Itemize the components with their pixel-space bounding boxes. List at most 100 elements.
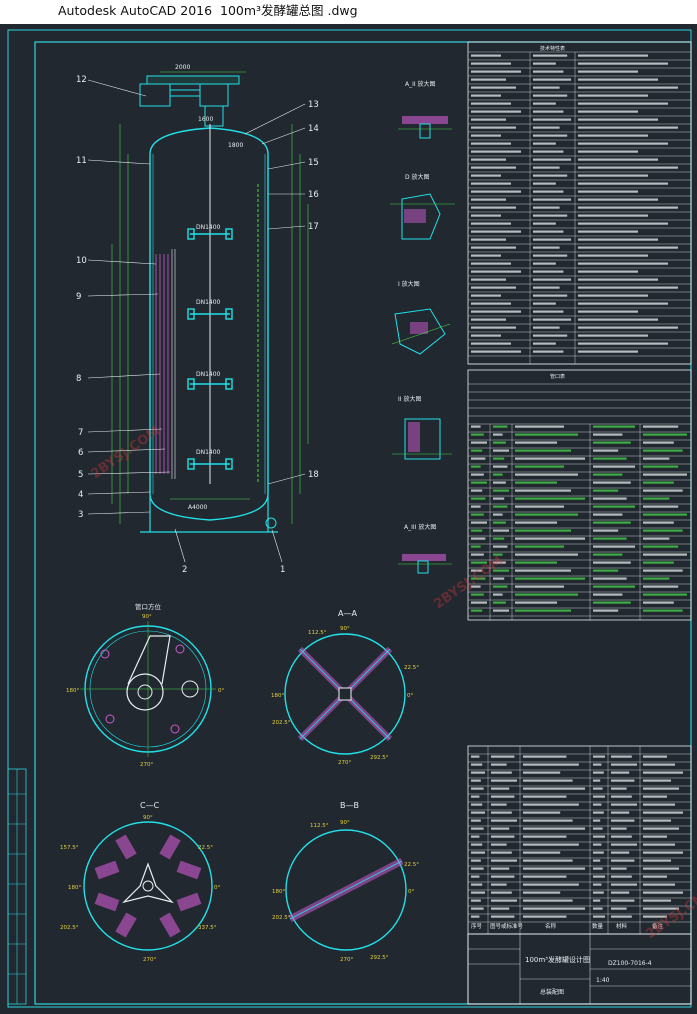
table-cell-text (578, 238, 658, 241)
table-cell-text (643, 425, 679, 428)
table-cell-text (491, 907, 510, 910)
table-cell-text (471, 238, 506, 241)
table-cell-text (643, 779, 671, 782)
nozzle-table-title: 管口表 (550, 373, 565, 380)
table-cell-text (523, 891, 561, 894)
table-cell-text (523, 779, 573, 782)
table-cell-text (515, 537, 585, 540)
table-cell-text (578, 182, 668, 185)
table-cell-text (578, 166, 678, 169)
drawing-canvas[interactable]: 2000 A4000 DN1400 DN1400 DN1400 DN1400 1… (0, 24, 697, 1010)
nozzle-table[interactable]: 管口表 (467, 369, 692, 621)
drawing-title: 100m³发酵罐设计图 (525, 955, 590, 964)
section-a-a-title: A—A (338, 609, 357, 618)
table-cell-text (643, 835, 667, 838)
table-cell-text (471, 851, 485, 854)
table-cell-text (578, 94, 648, 97)
section-c-c[interactable]: C—C 0° 90° 180° 270° 22.5° 157.5° 202.5°… (60, 801, 220, 963)
table-cell-text (471, 206, 516, 209)
table-cell-text (578, 70, 638, 73)
bill-of-materials[interactable]: 序号 图号或标准号 名称 数量 材料 备注 (467, 745, 692, 935)
table-cell-text (471, 867, 484, 870)
table-cell-text (643, 537, 670, 540)
table-cell-text (643, 449, 683, 452)
table-cell-text (523, 787, 585, 790)
table-cell-text (493, 537, 505, 540)
table-cell-text (523, 811, 561, 814)
table-cell-text (471, 569, 483, 572)
table-cell-text (523, 851, 561, 854)
nozzle-orientation-view[interactable]: 管口方位 0° 90° 180° 270° (66, 602, 224, 768)
tank-elevation[interactable]: 2000 A4000 DN1400 DN1400 DN1400 DN1400 1… (76, 64, 319, 575)
table-cell-text (593, 803, 602, 806)
table-cell-text (471, 489, 483, 492)
table-cell-text (533, 350, 564, 353)
leader-9: 9 (76, 292, 81, 302)
table-cell-text (593, 521, 631, 524)
section-a-a[interactable]: A—A 0° 90° 180° 270° 22.5° 112.5° 202.5°… (271, 609, 419, 766)
table-cell-text (593, 779, 601, 782)
table-cell-text (493, 433, 503, 436)
table-cell-text (593, 859, 601, 862)
table-cell-text (533, 134, 568, 137)
table-cell-text (611, 819, 635, 822)
table-cell-text (471, 457, 486, 460)
a-a-angle-292: 292.5° (370, 755, 389, 761)
table-cell-text (593, 585, 635, 588)
leader-8: 8 (76, 374, 81, 384)
table-cell-text (533, 86, 560, 89)
c-c-angle-0: 0° (214, 885, 220, 891)
table-cell-text (515, 545, 564, 548)
table-cell-text (471, 166, 516, 169)
table-cell-text (533, 110, 564, 113)
table-cell-text (593, 489, 619, 492)
table-cell-text (593, 441, 631, 444)
table-cell-text (578, 318, 658, 321)
table-cell-text (471, 150, 521, 153)
title-block[interactable]: 100m³发酵罐设计图 DZ100-7016-4 1:40 总装配图 (467, 933, 692, 1005)
table-cell-text (593, 529, 619, 532)
table-cell-text (515, 449, 571, 452)
table-cell-text (471, 497, 486, 500)
table-cell-text (593, 513, 623, 516)
table-cell-text (523, 843, 579, 846)
table-cell-text (471, 246, 516, 249)
table-cell-text (611, 891, 630, 894)
drawing-number: DZ100-7016-4 (608, 960, 652, 967)
table-cell-text (533, 214, 568, 217)
dim-top-width: 2000 (175, 64, 190, 71)
cad-drawing[interactable]: 2000 A4000 DN1400 DN1400 DN1400 DN1400 1… (0, 24, 697, 1010)
table-cell-text (593, 907, 603, 910)
table-cell-text (643, 497, 670, 500)
table-cell-text (493, 481, 506, 484)
table-cell-text (611, 899, 635, 902)
bom-header-seq: 序号 (471, 922, 483, 930)
table-cell-text (493, 505, 508, 508)
table-cell-text (533, 310, 564, 313)
leader-16: 16 (308, 190, 319, 200)
table-cell-text (471, 286, 516, 289)
table-cell-text (523, 875, 567, 878)
a-a-angle-270: 270° (338, 760, 351, 766)
table-cell-text (593, 883, 602, 886)
table-cell-text (533, 246, 560, 249)
inner-frame (34, 41, 692, 1005)
leader-15: 15 (308, 158, 319, 168)
table-cell-text (491, 787, 510, 790)
table-cell-text (471, 771, 485, 774)
c-c-angle-180: 180° (68, 885, 81, 891)
table-cell-text (515, 529, 571, 532)
table-cell-text (593, 593, 623, 596)
table-cell-text (643, 867, 679, 870)
top-view-title: 管口方位 (135, 602, 162, 611)
section-b-b[interactable]: B—B 0° 90° 180° 270° 22.5° 112.5° 202.5°… (272, 801, 419, 963)
table-cell-text (611, 907, 627, 910)
detail-views[interactable]: A_II 放大图 D 放大图 I 放大图 II 放大图 A_III 放大图 (390, 80, 455, 574)
table-cell-text (643, 827, 679, 830)
table-cell-text (593, 843, 602, 846)
table-cell-text (611, 779, 635, 782)
b-b-angle-270: 270° (340, 957, 353, 963)
tech-spec-table[interactable]: 技术特性表 (467, 41, 692, 365)
leader-6: 6 (78, 448, 83, 458)
sheet-name: 总装配图 (540, 988, 564, 996)
